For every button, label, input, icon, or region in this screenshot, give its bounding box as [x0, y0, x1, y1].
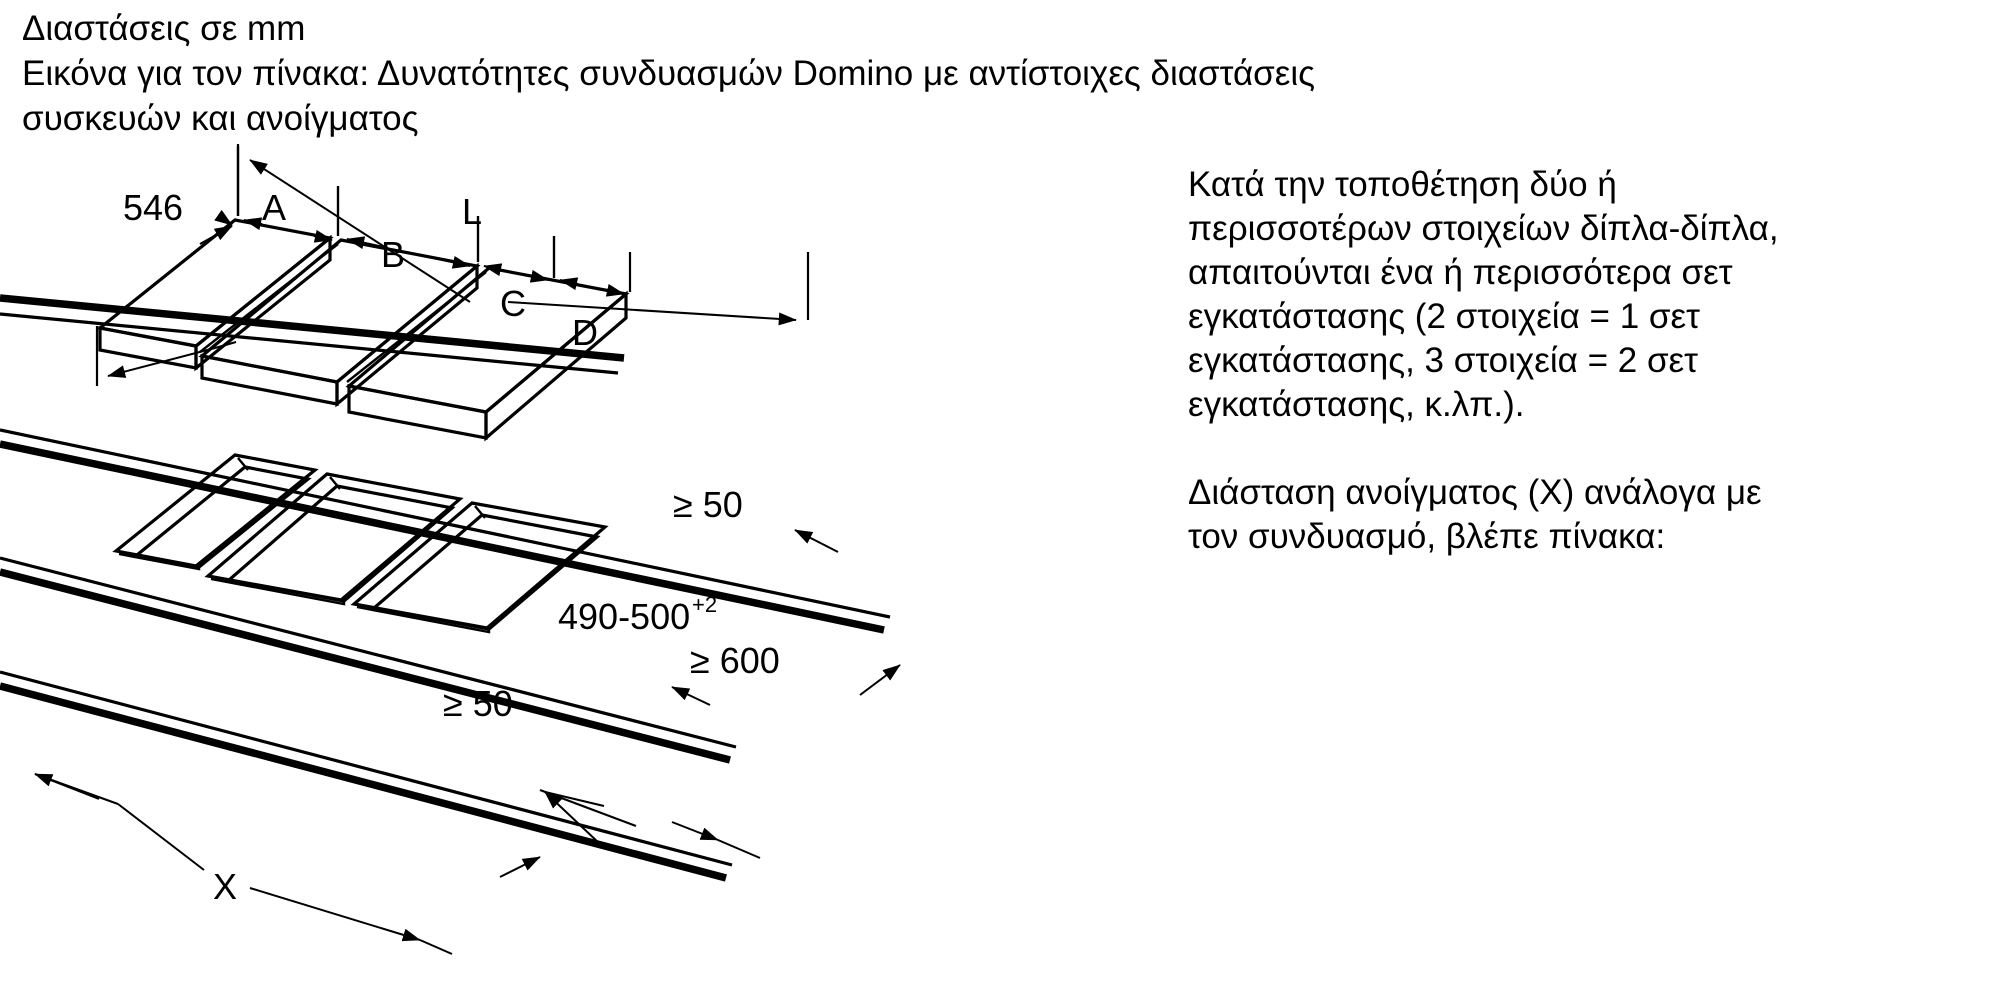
cutout-frame-middle — [204, 472, 464, 606]
dimension-A: A — [236, 146, 340, 243]
dimension-D-label: D — [572, 312, 598, 353]
note2-line-1: Διάσταση ανοίγματος (Χ) ανάλογα με — [1188, 473, 1762, 512]
note-paragraph-1: Κατά την τοποθέτηση δύο ή περισσοτέρων σ… — [1188, 163, 1978, 427]
header-line-2: Εικόνα για τον πίνακα: Δυνατότητες συνδυ… — [22, 54, 1316, 93]
note-paragraph-2: Διάσταση ανοίγματος (Χ) ανάλογα με τον σ… — [1188, 471, 1978, 559]
header-line-1: Διαστάσεις σε mm — [22, 9, 306, 48]
cutout-frame-left — [112, 453, 319, 571]
note2-line-2: τον συνδυασμό, βλέπε πίνακα: — [1188, 517, 1666, 556]
header-text-block: Διαστάσεις σε mm Εικόνα για τον πίνακα: … — [22, 6, 1832, 141]
dimension-D: D — [552, 236, 632, 353]
dimension-546-leader — [199, 225, 233, 245]
clearance-front-50-label: ≥ 50 — [443, 683, 513, 724]
dimension-L-label: L — [462, 191, 482, 232]
dimension-B-label: B — [381, 234, 405, 275]
installation-diagram: 546 A B — [0, 120, 1180, 1000]
hob-panel-right — [345, 266, 630, 442]
clearance-600: ≥ 600 — [671, 640, 901, 706]
dimension-546-label: 546 — [123, 187, 183, 228]
dimension-cutout-depth: 490-500 +2 — [539, 592, 761, 859]
dimension-A-label: A — [262, 187, 286, 228]
side-notes-column: Κατά την τοποθέτηση δύο ή περισσοτέρων σ… — [1188, 163, 1978, 559]
cutout-frame-right — [350, 501, 609, 634]
dimension-cutout-depth-label: 490-500 — [558, 596, 690, 637]
hob-panel-middle — [198, 238, 481, 408]
dimension-L: L — [236, 144, 810, 326]
note1-line-5: εγκατάστασης, 3 στοιχεία = 2 σετ — [1188, 341, 1698, 380]
worktop-edge-bottom — [0, 670, 733, 882]
note1-line-3: απαιτούνται ένα ή περισσότερα σετ — [1188, 253, 1733, 292]
clearance-600-label: ≥ 600 — [690, 640, 780, 681]
note1-line-4: εγκατάστασης (2 στοιχεία = 1 σετ — [1188, 297, 1700, 336]
worktop-edge-upper — [0, 294, 625, 375]
worktop-edge-front — [0, 556, 737, 764]
clearance-rear-50: ≥ 50 — [673, 484, 839, 553]
dimension-C: C — [476, 216, 556, 324]
dimension-cutout-depth-tolerance: +2 — [692, 592, 717, 617]
header-line-3: συσκευών και ανοίγματος — [22, 99, 419, 138]
note1-line-2: περισσοτέρων στοιχείων δίπλα-δίπλα, — [1188, 209, 1779, 248]
clearance-front-50: ≥ 50 — [443, 683, 541, 878]
dimension-X-label: X — [213, 866, 237, 907]
note1-line-6: εγκατάστασης, κ.λπ.). — [1188, 385, 1525, 424]
dimension-X: X — [34, 773, 453, 955]
clearance-rear-50-label: ≥ 50 — [673, 484, 743, 525]
worktop-edge-lower — [0, 428, 891, 634]
note1-line-1: Κατά την τοποθέτηση δύο ή — [1188, 165, 1617, 204]
hob-panel-left — [96, 218, 334, 372]
